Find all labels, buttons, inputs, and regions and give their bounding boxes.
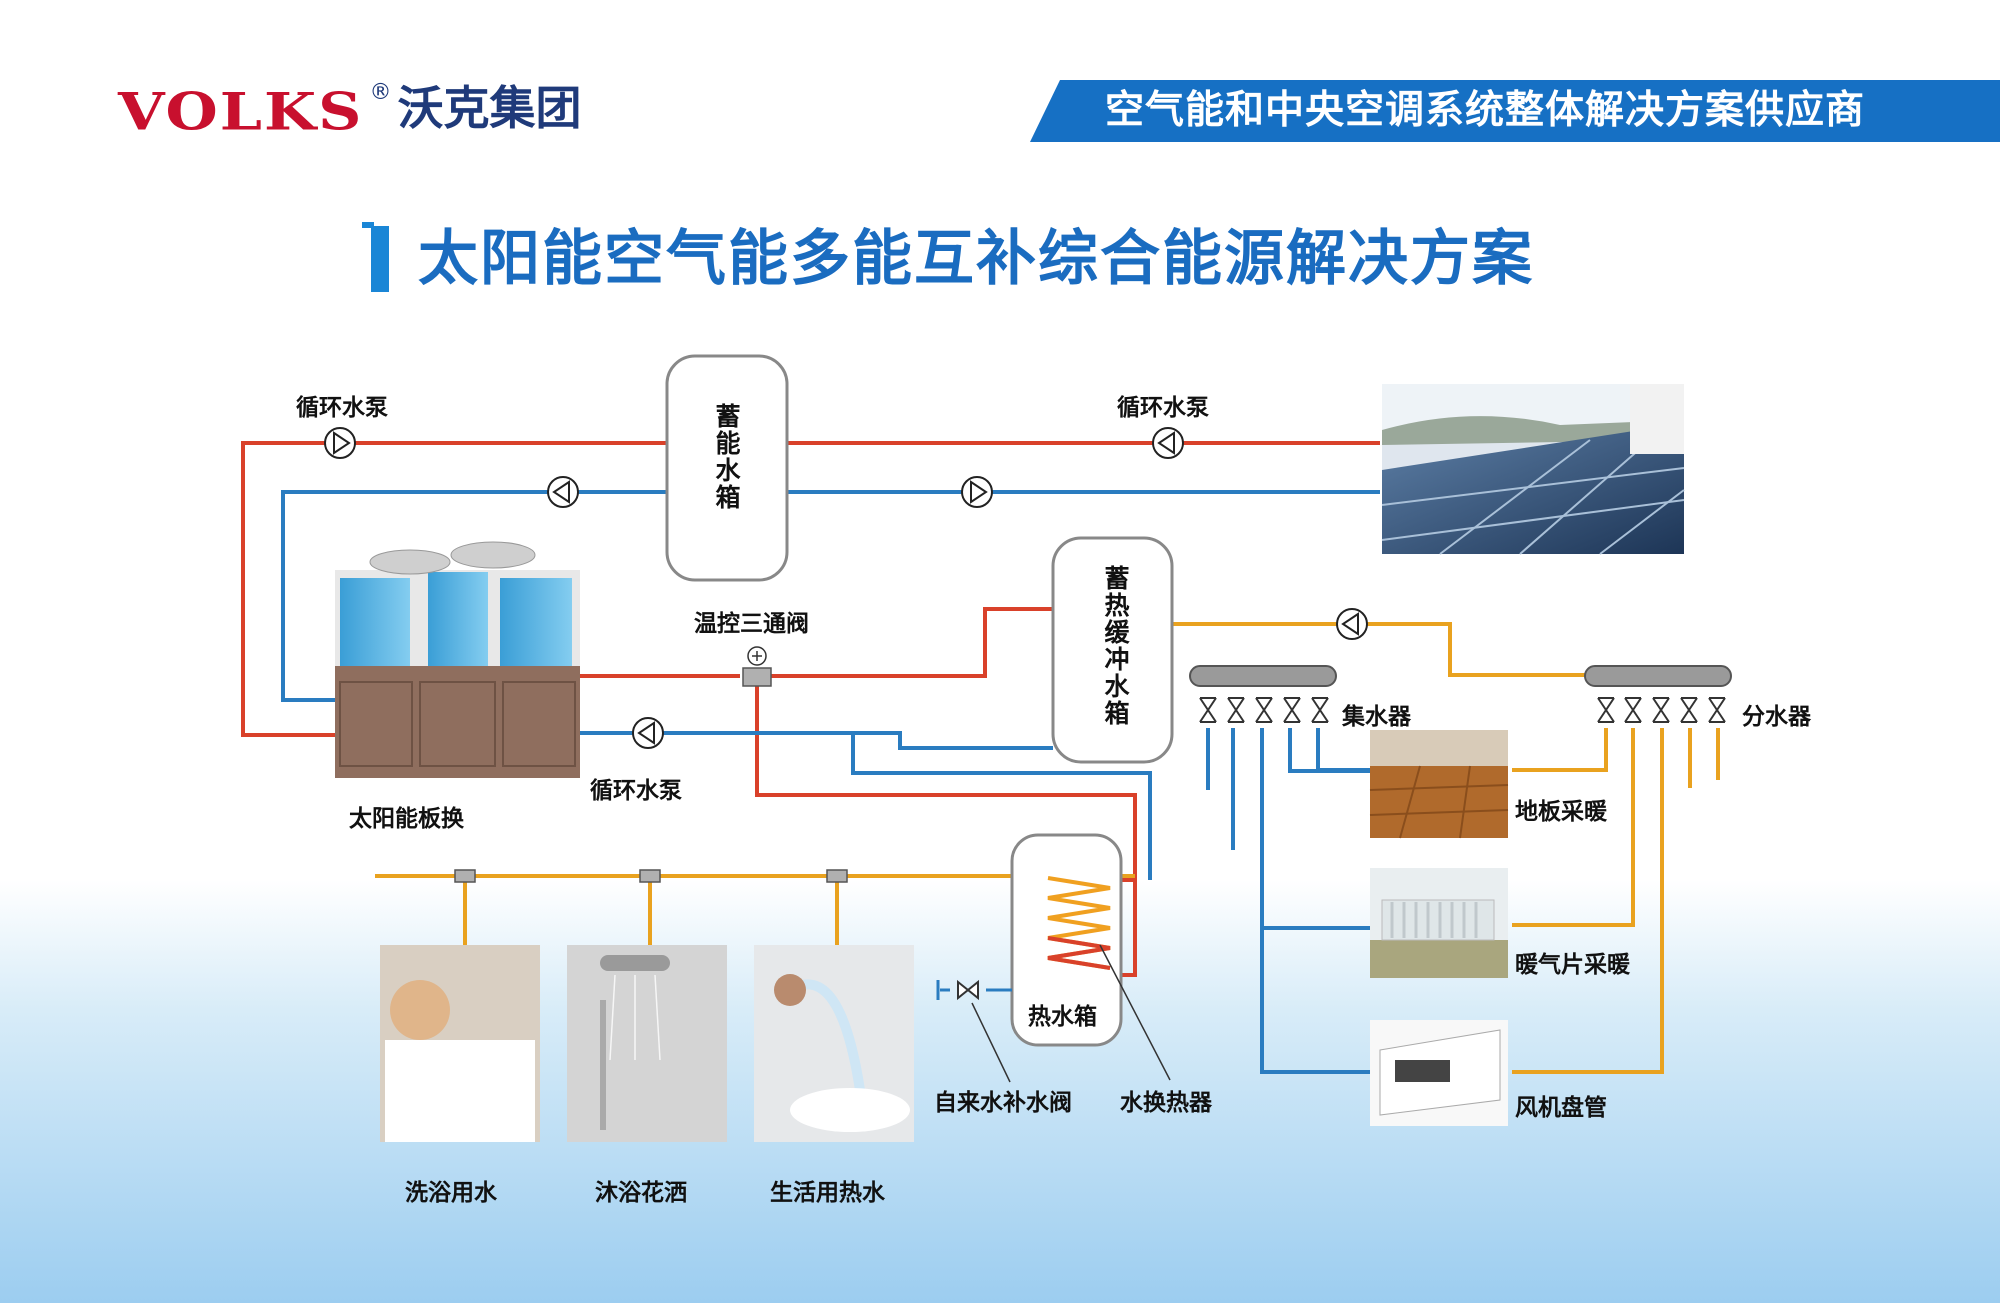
page-title: 太阳能空气能多能互补综合能源解决方案: [418, 224, 1534, 294]
label-shower: 沐浴花洒: [595, 1180, 687, 1206]
label-pump-top-left: 循环水泵: [296, 395, 388, 421]
leader-line: [971, 1002, 1011, 1083]
label-pump-bottom: 循环水泵: [590, 778, 682, 804]
pump-icon: [547, 476, 579, 508]
label-storage-tank: 蓄能水箱: [712, 403, 741, 511]
heat-pump-unit: [335, 541, 580, 778]
label-collector: 集水器: [1342, 704, 1411, 730]
label-buffer-tank: 蓄热缓冲水箱: [1101, 565, 1130, 727]
label-hot-water-tank: 热水箱: [1028, 1004, 1097, 1030]
tagline-text: 空气能和中央空调系统整体解决方案供应商: [1105, 88, 1866, 133]
manifold-icon: [1584, 665, 1732, 723]
label-solar-plate-exchanger: 太阳能板换: [349, 806, 464, 832]
brand-logo: VOLKS ® 沃克集团: [118, 78, 581, 138]
registered-mark: ®: [369, 80, 392, 105]
manifold-icon: [1189, 665, 1337, 723]
pump-icon: [324, 427, 356, 459]
label-distributor: 分水器: [1742, 704, 1811, 730]
valve-icon: [936, 979, 1012, 1001]
valve-icon: [742, 646, 772, 687]
solar-panel-photo: [1381, 384, 1685, 555]
title-accent-bar: [371, 226, 389, 292]
tagline-background: [1030, 80, 2000, 142]
radiator-photo: [1370, 868, 1508, 978]
label-domestic-hot-water: 生活用热水: [770, 1180, 885, 1206]
label-fan-coil: 风机盘管: [1515, 1095, 1607, 1121]
label-bath-water: 洗浴用水: [405, 1180, 497, 1206]
fan-coil-photo: [1370, 1020, 1508, 1126]
label-radiator-heating: 暖气片采暖: [1515, 952, 1630, 978]
floor-heating-pipes: [1316, 728, 1608, 772]
label-makeup-valve: 自来水补水阀: [934, 1090, 1072, 1116]
brand-latin: VOLKS: [118, 82, 364, 143]
label-pump-top-right: 循环水泵: [1117, 395, 1209, 421]
storage-tank: [665, 354, 789, 582]
brand-chinese: 沃克集团: [397, 81, 582, 135]
pump-icon: [1336, 608, 1368, 640]
bath-photo: [380, 945, 540, 1142]
title-accent-tick: [362, 222, 374, 228]
label-water-heat-exchanger: 水换热器: [1120, 1090, 1212, 1116]
label-floor-heating: 地板采暖: [1515, 799, 1607, 825]
tagline-banner: 空气能和中央空调系统整体解决方案供应商: [1030, 80, 2000, 142]
label-three-way-valve: 温控三通阀: [694, 611, 809, 637]
tee-fittings: [454, 869, 848, 883]
pump-icon: [632, 717, 664, 749]
floor-heating-photo: [1369, 730, 1509, 839]
pump-icon: [1152, 427, 1184, 459]
faucet-photo: [754, 945, 914, 1142]
buffer-tank: [1051, 536, 1174, 764]
pump-icon: [961, 476, 993, 508]
leader-line: [1099, 944, 1171, 1081]
shower-photo: [567, 945, 727, 1142]
heat-coil-lower: [1047, 936, 1111, 970]
